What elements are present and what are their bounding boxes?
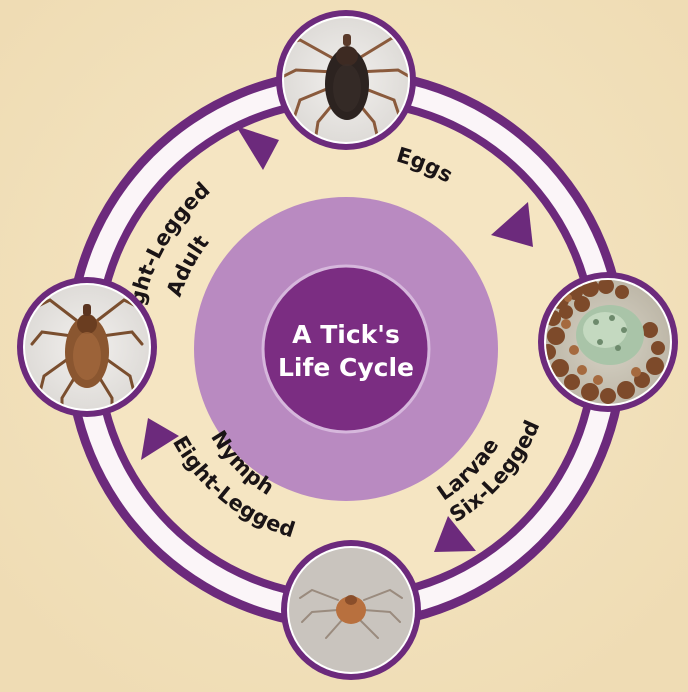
tick-larva-photo — [281, 540, 421, 680]
center-title-line1: A Tick's — [292, 320, 400, 349]
adult-female-tick-photo — [276, 10, 416, 150]
center-title-line2: Life Cycle — [278, 353, 414, 382]
center-disc — [263, 266, 429, 432]
tick-egg-mass-photo — [538, 272, 678, 412]
tick-nymph-photo — [17, 277, 157, 417]
